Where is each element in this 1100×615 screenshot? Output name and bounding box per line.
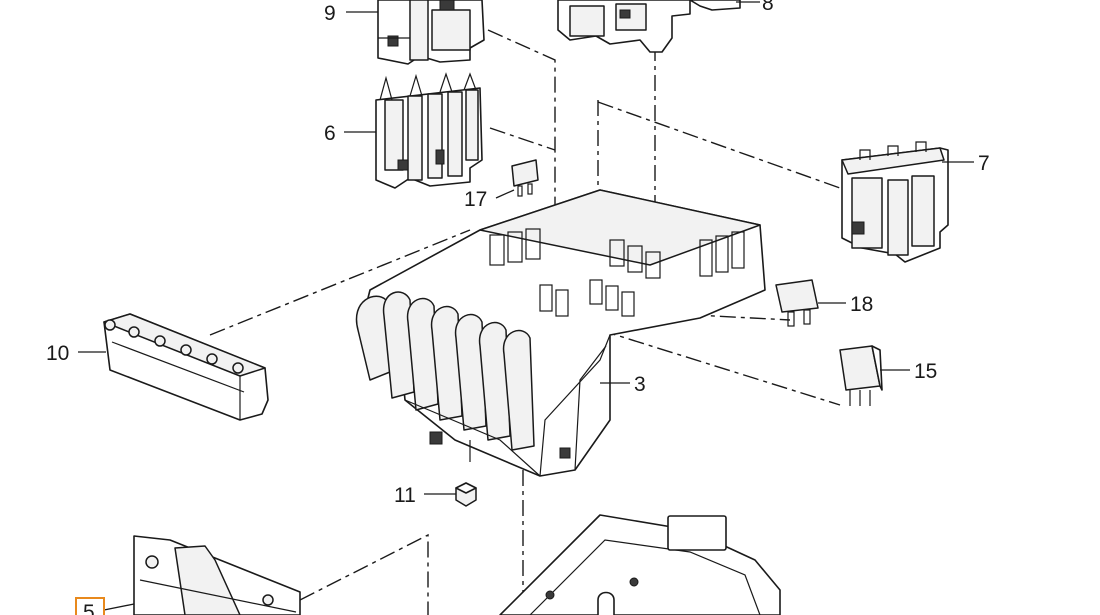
callout-10: 10: [46, 342, 69, 365]
leader-lines: [78, 1, 974, 611]
callout-labels: 9 8 6 7 17 18 10 15 3 11 5: [46, 0, 990, 615]
callout-9: 9: [324, 2, 336, 25]
part-9-relay-holder: [377, 0, 485, 65]
part-7-relay-carrier: [841, 141, 949, 263]
part-6-fuse-holder: [375, 72, 483, 189]
callout-6: 6: [324, 122, 336, 145]
part-3-fuse-box-housing: [355, 189, 766, 477]
part-8-relay-holder: [557, 0, 741, 53]
part-15-mini-relay: [839, 345, 883, 406]
callout-8: 8: [762, 0, 774, 15]
callout-7: 7: [978, 152, 990, 175]
part-18-blade-fuse: [775, 279, 819, 327]
part-17-blade-fuse: [511, 159, 539, 197]
callout-15: 15: [914, 360, 937, 383]
callout-11: 11: [394, 484, 416, 507]
callout-17: 17: [464, 188, 487, 211]
part-10-terminal-strip: [103, 313, 269, 421]
callout-5-highlight: 5: [75, 597, 105, 615]
part-11-nut: [455, 482, 477, 507]
lower-box-housing: [499, 514, 781, 615]
callout-3: 3: [634, 373, 646, 396]
callout-5: 5: [83, 601, 95, 615]
callout-18: 18: [850, 293, 873, 316]
part-5-bracket: [133, 535, 301, 615]
